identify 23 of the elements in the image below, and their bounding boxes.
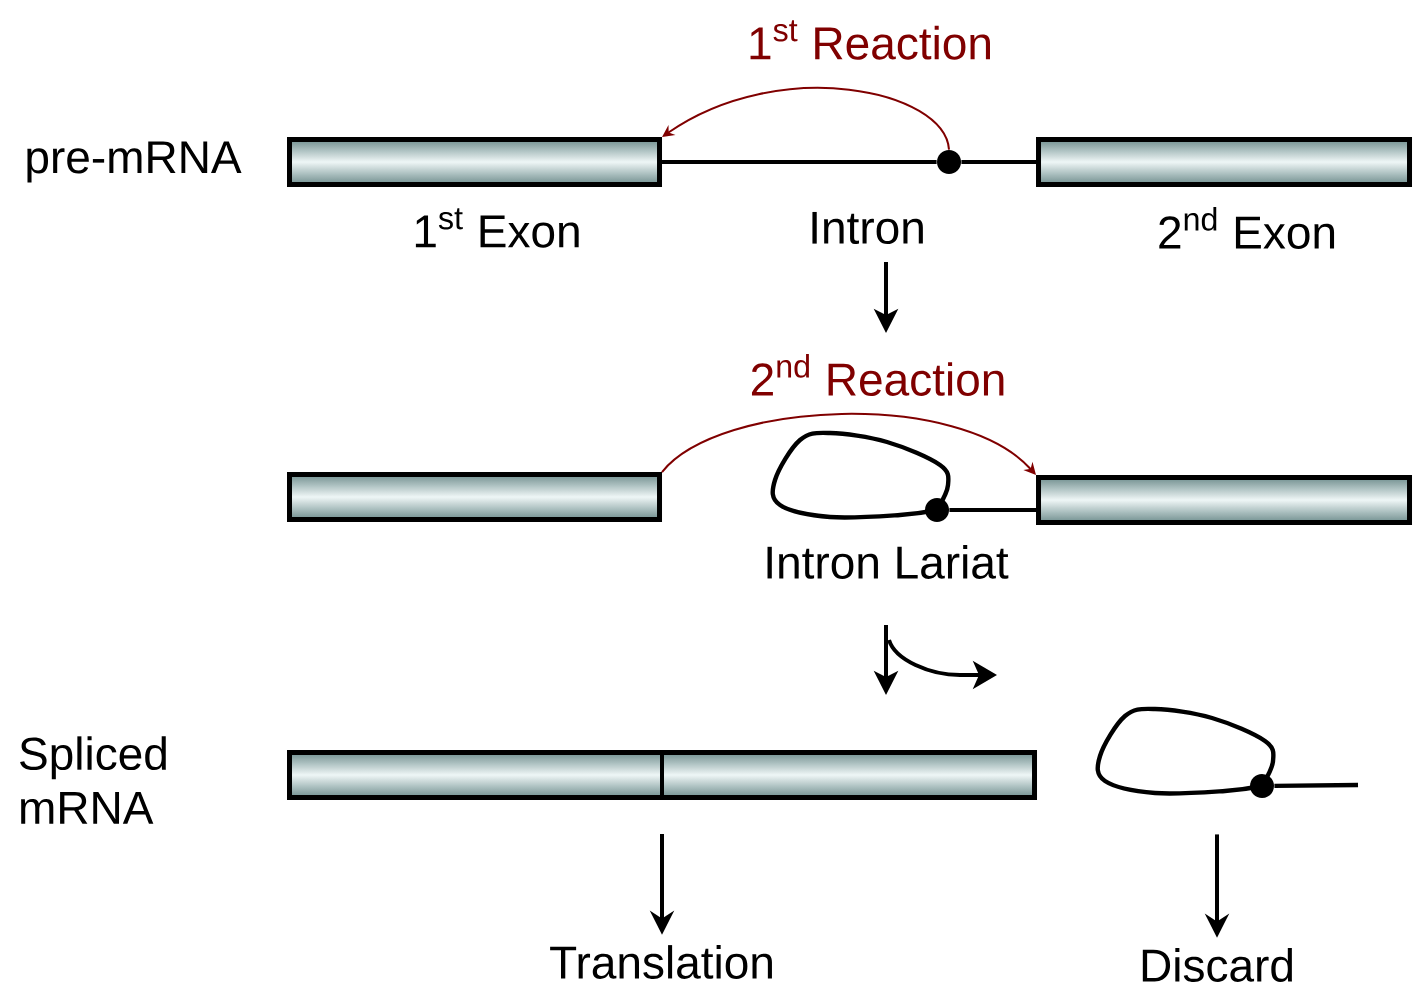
branch-point	[937, 150, 961, 174]
part-label: 1$^{st}$ Exon	[415, 208, 579, 248]
lariat	[770, 430, 951, 522]
intron-strand	[949, 508, 1036, 512]
reaction-arrow	[661, 412, 1036, 475]
part-label: 2$^{nd}$ Exon	[1159, 207, 1335, 249]
reaction-arrow	[662, 86, 950, 151]
exon-bar	[287, 750, 1037, 800]
intron-strand	[662, 160, 937, 164]
row-label: pre-mRNA	[27, 141, 242, 183]
lariat	[1095, 706, 1359, 798]
intron-strand	[961, 160, 1036, 164]
exon-bar	[1036, 475, 1412, 525]
step-text: Discard	[1142, 948, 1292, 982]
edge-label: 2$^{nd}$ Reaction	[747, 352, 1009, 398]
intron-label: Intron	[812, 211, 923, 245]
step-text: Translation	[550, 945, 772, 979]
exon-bar	[287, 472, 662, 522]
exon-bar	[1036, 137, 1412, 187]
edge-label: 1$^{st}$ Reaction	[745, 18, 995, 62]
part-label: Intron Lariat	[767, 545, 1009, 579]
exon-bar	[287, 137, 662, 187]
row-label: Spliced mRNA	[20, 736, 166, 824]
